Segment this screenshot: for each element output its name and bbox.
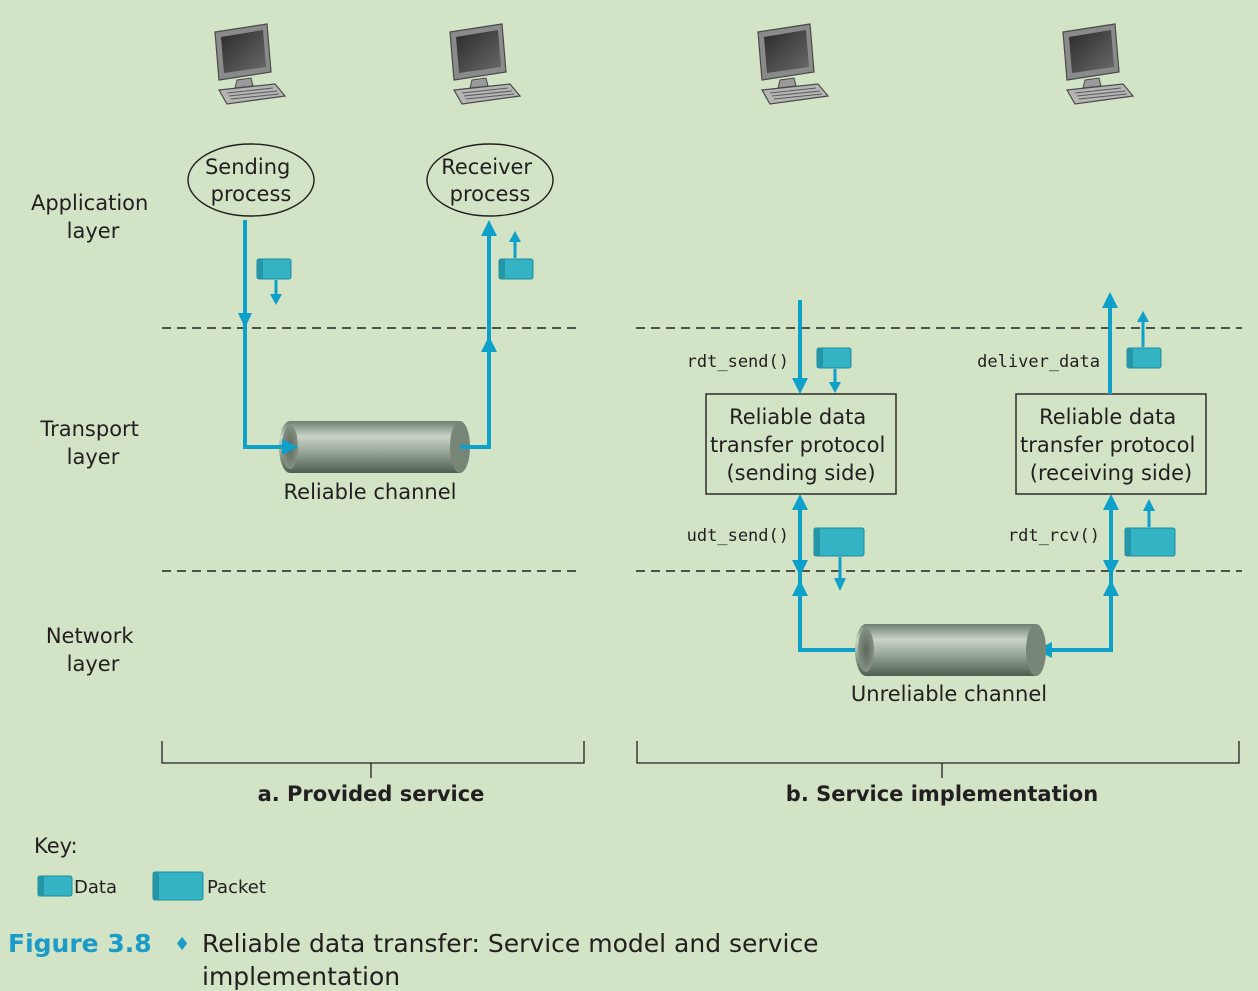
panel-a-bracket: [161, 741, 585, 764]
computer-icon: [214, 23, 286, 105]
key-title: Key:: [34, 834, 78, 858]
arrowhead-up: [1103, 580, 1119, 596]
application-layer-label: Application layer: [31, 191, 155, 243]
sender-path-arrow: [243, 220, 286, 449]
arrowhead-up: [792, 580, 808, 596]
arrowhead-down: [238, 313, 252, 328]
receiver-process-ellipse: [426, 143, 554, 217]
unreliable-channel-pipe: [855, 624, 1046, 676]
key-data-label: Data: [74, 877, 117, 898]
arrowhead-up: [1103, 494, 1119, 510]
data-icon: [256, 258, 292, 280]
panel-b-title: b. Service implementation: [786, 782, 1098, 806]
receiver-process-label: Receiver process: [441, 155, 539, 206]
reliable-channel-pipe: [279, 421, 470, 473]
arrowhead-up: [792, 494, 808, 510]
key-packet-icon: [152, 871, 204, 901]
arrowhead-down: [834, 578, 846, 591]
arrowhead-up: [509, 231, 521, 242]
data-icon: [1126, 347, 1162, 369]
sender-protocol-label: Reliable data transfer protocol (sending…: [710, 405, 892, 485]
arrowhead-right: [282, 439, 298, 455]
computer-icon: [449, 23, 521, 105]
receiver-protocol-label: Reliable data transfer protocol (receivi…: [1020, 405, 1202, 485]
arrowhead-up: [1102, 292, 1118, 308]
panel-b-bracket: [636, 741, 1240, 764]
unreliable-channel-label: Unreliable channel: [851, 682, 1047, 706]
packet-icon: [1124, 527, 1176, 557]
deliver-data-label: deliver_data: [977, 352, 1100, 372]
rdt-rcv-label: rdt_rcv(): [1008, 526, 1100, 546]
key-packet-label: Packet: [207, 877, 266, 898]
receiver-path-arrow: [460, 232, 491, 449]
udt-send-label: udt_send(): [687, 526, 789, 546]
figure-bullet-icon: ♦: [174, 934, 190, 955]
key-data-icon: [37, 875, 73, 897]
reliable-channel-label: Reliable channel: [284, 480, 457, 504]
arrowhead-up: [481, 220, 497, 236]
arrowhead-up: [481, 336, 497, 352]
computer-icon: [1062, 23, 1134, 105]
udt-send-path: [798, 508, 860, 652]
arrowhead-down: [270, 294, 282, 305]
computer-icon: [757, 23, 829, 105]
rdt-rcv-path: [1046, 508, 1113, 652]
network-layer-label: Network layer: [46, 624, 140, 676]
figure-label: Figure 3.8: [8, 929, 152, 958]
arrowhead-up: [1137, 311, 1149, 322]
sender-protocol-box: [705, 393, 897, 495]
data-icon: [816, 347, 852, 369]
figure-caption-line1: Reliable data transfer: Service model an…: [202, 929, 819, 958]
transport-layer-label: Transport layer: [39, 417, 145, 469]
arrowhead-down: [1103, 560, 1119, 576]
arrowhead-down: [792, 378, 808, 394]
packet-icon: [813, 527, 865, 557]
sending-process-ellipse: [187, 143, 315, 217]
sending-process-label: Sending process: [205, 155, 297, 206]
arrowhead-up: [1143, 499, 1155, 511]
figure-caption-line2: implementation: [202, 962, 400, 991]
panel-a-title: a. Provided service: [258, 782, 485, 806]
arrowhead-down: [792, 560, 808, 576]
data-icon: [498, 258, 534, 280]
rdt-send-label: rdt_send(): [687, 352, 789, 372]
arrowhead-down: [829, 382, 841, 393]
